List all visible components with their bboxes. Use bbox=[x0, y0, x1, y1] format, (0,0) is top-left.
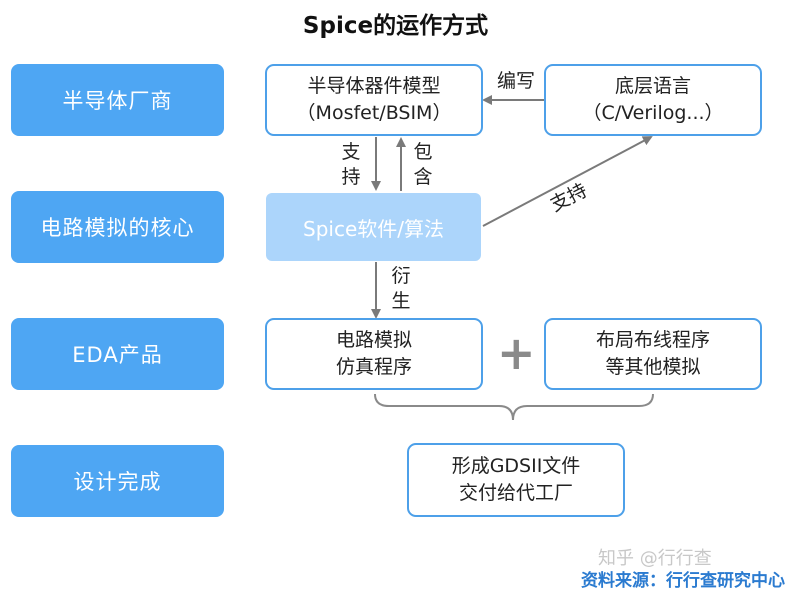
contain-up-char2: 含 bbox=[413, 166, 433, 188]
contain-up-char1: 包 bbox=[413, 141, 433, 163]
stage-eda-product: EDA产品 bbox=[11, 318, 224, 390]
stage-simulation-core: 电路模拟的核心 bbox=[11, 191, 224, 263]
gdsii-line1: 形成GDSII文件 bbox=[451, 455, 581, 477]
support-down-char1: 支 bbox=[341, 141, 361, 163]
edge-label-derive: 衍 生 bbox=[390, 264, 412, 314]
edge-label-contain-up: 包 含 bbox=[412, 140, 434, 190]
grouping-brace bbox=[374, 393, 654, 421]
low-level-language-line2: （C/Verilog...） bbox=[582, 102, 724, 124]
circuit-simulation-line1: 电路模拟 bbox=[335, 329, 412, 351]
edge-label-write: 编写 bbox=[497, 70, 536, 92]
device-model-line1: 半导体器件模型 bbox=[307, 75, 441, 97]
edge-label-support-down: 支 持 bbox=[340, 140, 362, 190]
gdsii-line2: 交付给代工厂 bbox=[458, 482, 573, 504]
device-model-line2: （Mosfet/BSIM） bbox=[296, 102, 452, 124]
box-device-model: 半导体器件模型 （Mosfet/BSIM） bbox=[265, 64, 483, 136]
stage-design-complete: 设计完成 bbox=[11, 445, 224, 517]
box-layout-routing: 布局布线程序 等其他模拟 bbox=[544, 318, 762, 390]
box-low-level-language: 底层语言 （C/Verilog...） bbox=[544, 64, 762, 136]
watermark-text: 知乎 @行行查 bbox=[598, 548, 712, 569]
low-level-language-line1: 底层语言 bbox=[614, 75, 691, 97]
box-spice-software: Spice软件/算法 bbox=[266, 193, 481, 261]
plus-sign: + bbox=[497, 326, 536, 380]
derive-char1: 衍 bbox=[391, 265, 411, 287]
box-circuit-simulation: 电路模拟 仿真程序 bbox=[265, 318, 483, 390]
stage-semiconductor-vendor: 半导体厂商 bbox=[11, 64, 224, 136]
layout-routing-line2: 等其他模拟 bbox=[605, 356, 701, 378]
support-down-char2: 持 bbox=[341, 166, 361, 188]
source-note: 资料来源：行行查研究中心 bbox=[581, 571, 785, 591]
derive-char2: 生 bbox=[391, 290, 411, 312]
arrow-support-diag bbox=[482, 136, 653, 227]
box-gdsii-file: 形成GDSII文件 交付给代工厂 bbox=[407, 443, 625, 517]
circuit-simulation-line2: 仿真程序 bbox=[335, 356, 412, 378]
diagram-title: Spice的运作方式 bbox=[302, 13, 489, 39]
layout-routing-line1: 布局布线程序 bbox=[595, 329, 710, 351]
